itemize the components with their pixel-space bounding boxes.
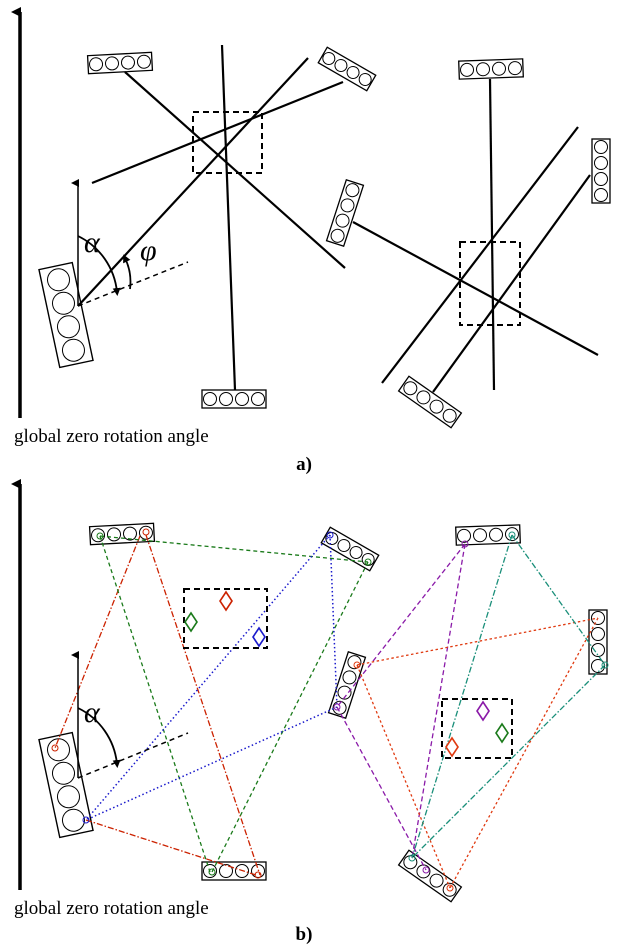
panel-label: a) bbox=[296, 454, 312, 475]
sensor-array bbox=[458, 58, 524, 80]
sensor-array bbox=[317, 46, 377, 92]
diamond-marker-red bbox=[219, 590, 233, 612]
beam-line bbox=[432, 174, 591, 393]
alpha-arc bbox=[77, 235, 121, 296]
sensor-array bbox=[397, 375, 463, 429]
beam-line bbox=[124, 71, 346, 269]
sensor-array bbox=[88, 522, 156, 546]
phi-symbol: φ bbox=[140, 234, 157, 267]
dashed-region bbox=[192, 111, 263, 174]
connection-line-purple bbox=[336, 543, 466, 708]
alpha-arc bbox=[77, 707, 121, 768]
sensor-array-large bbox=[38, 261, 94, 369]
connection-line-blue bbox=[85, 706, 338, 821]
connection-line-orange bbox=[356, 664, 451, 889]
sensor-array-large bbox=[38, 731, 94, 839]
connection-line-orange bbox=[449, 617, 599, 889]
reference-dashed-line bbox=[77, 732, 189, 779]
beam-line bbox=[488, 78, 496, 391]
beam-line bbox=[91, 80, 344, 185]
alpha-symbol: α bbox=[84, 226, 101, 259]
caption: global zero rotation angle bbox=[14, 426, 209, 447]
panel-a: α φ global zero rotation angle a) bbox=[11, 7, 611, 475]
sensor-array bbox=[455, 524, 521, 546]
diamond-marker-green bbox=[495, 722, 509, 744]
diamond-marker-red bbox=[445, 736, 459, 758]
beam-line bbox=[352, 221, 599, 356]
connection-line-orange bbox=[356, 617, 599, 666]
connection-line-green bbox=[99, 535, 369, 563]
sensor-array bbox=[325, 178, 365, 248]
panel-b: α global zero rotation angle b) bbox=[11, 479, 609, 945]
sensor-array bbox=[201, 389, 267, 409]
sensor-array bbox=[397, 849, 463, 903]
dashed-region bbox=[459, 241, 521, 326]
sensor-array bbox=[86, 51, 154, 75]
connection-line-teal bbox=[411, 534, 513, 859]
connection-line-red bbox=[145, 534, 261, 876]
phi-arc bbox=[123, 254, 132, 290]
sensor-array bbox=[591, 138, 611, 204]
connection-line-red bbox=[54, 535, 141, 749]
connection-line-teal bbox=[511, 534, 606, 666]
sensor-array bbox=[201, 861, 267, 881]
connection-line-purple bbox=[336, 706, 427, 871]
caption: global zero rotation angle bbox=[14, 898, 209, 919]
connection-line-blue bbox=[85, 534, 331, 821]
dashed-region bbox=[441, 698, 513, 759]
alpha-symbol: α bbox=[84, 696, 101, 729]
connection-line-teal bbox=[411, 664, 606, 859]
beam-line bbox=[77, 57, 309, 307]
connection-line-green bbox=[211, 561, 369, 873]
beam-line bbox=[381, 126, 579, 384]
connection-line-blue bbox=[329, 534, 338, 708]
connection-line-green bbox=[99, 535, 211, 873]
diamond-marker-blue bbox=[252, 626, 266, 648]
panel-label: b) bbox=[296, 924, 313, 945]
diamond-marker-purple bbox=[476, 700, 490, 722]
dashed-region bbox=[183, 588, 268, 649]
connection-line-red bbox=[85, 819, 257, 876]
endpoint-markers bbox=[51, 528, 609, 892]
beam-line bbox=[220, 44, 237, 391]
reference-dashed-line bbox=[77, 261, 189, 307]
diamond-marker-green bbox=[184, 611, 198, 633]
connection-line-purple bbox=[411, 543, 466, 859]
